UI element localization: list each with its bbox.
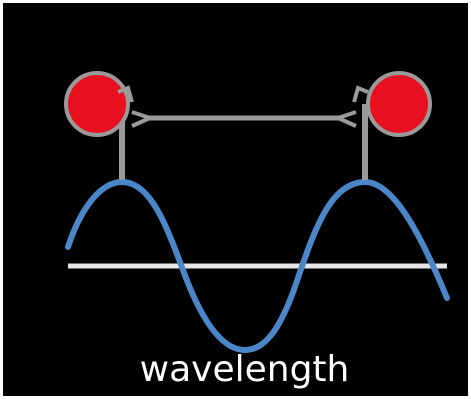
left-caliper-hook xyxy=(117,85,134,103)
right-caliper-hook xyxy=(352,85,369,103)
right-red-dot-icon xyxy=(366,71,432,137)
wave-curve xyxy=(65,179,450,353)
left-arrow-tip xyxy=(131,110,156,128)
right-arrow-tip xyxy=(332,110,357,128)
wavelength-label: wavelength xyxy=(139,349,350,390)
left-red-dot-icon xyxy=(64,71,130,137)
